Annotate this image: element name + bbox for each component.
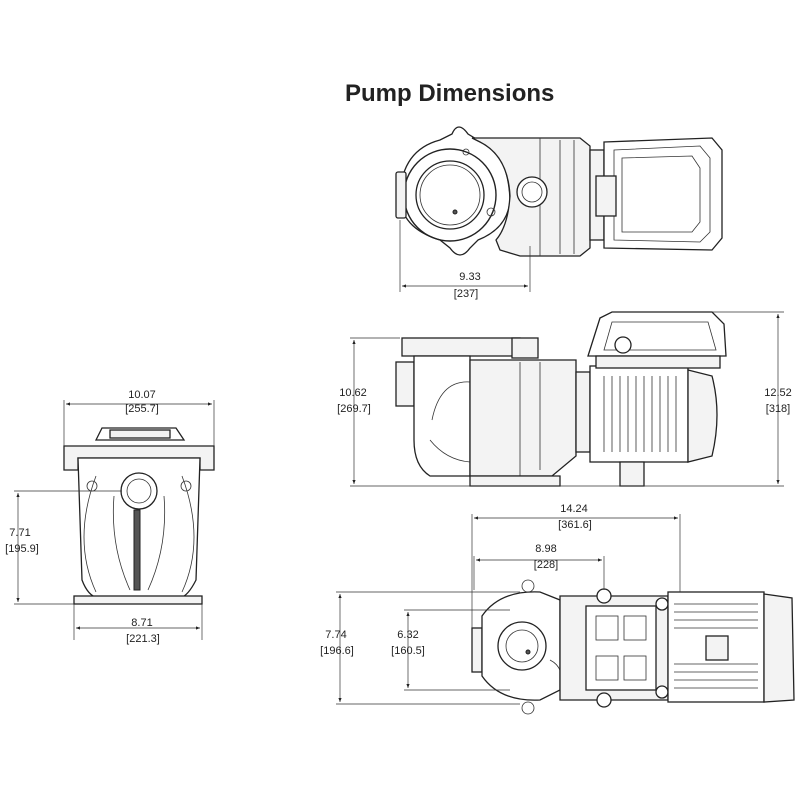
- top-width-in: 9.33: [459, 271, 480, 283]
- page-title: Pump Dimensions: [345, 80, 555, 107]
- side-height-total-in: 12.52: [764, 387, 792, 399]
- motor-fins-bottom: [674, 603, 758, 689]
- bottom-length-total-mm: [361.6]: [558, 519, 592, 531]
- front-width-top-in: 10.07: [128, 389, 156, 401]
- front-width-top-mm: [255.7]: [125, 403, 159, 415]
- bottom-width-mount-in: 6.32: [397, 629, 418, 641]
- side-height-inlet-in: 10.62: [339, 387, 367, 399]
- bottom-view: 14.24 [361.6] 8.98 [228] 7.74 [196.6] 6.…: [320, 503, 795, 715]
- bottom-length-total-in: 14.24: [560, 503, 588, 515]
- bottom-width-total-mm: [196.6]: [320, 645, 354, 657]
- side-view: 10.62 [269.7] 12.52 [318]: [337, 311, 792, 487]
- front-width-base-mm: [221.3]: [126, 633, 160, 645]
- front-height-inlet-in: 7.71: [9, 527, 30, 539]
- bottom-width-mount-mm: [160.5]: [391, 645, 425, 657]
- bottom-length-mount-in: 8.98: [535, 543, 556, 555]
- front-height-inlet-mm: [195.9]: [5, 543, 39, 555]
- side-height-total-mm: [318]: [766, 403, 790, 415]
- top-view: 9.33 [237]: [395, 126, 723, 300]
- front-view: 10.07 [255.7] 7.71 [195.9] 8.71 [221.3]: [5, 389, 215, 645]
- motor-fins: [603, 376, 677, 452]
- bottom-width-total-in: 7.74: [325, 629, 346, 641]
- side-height-inlet-mm: [269.7]: [337, 403, 371, 415]
- top-width-mm: [237]: [454, 288, 478, 300]
- bottom-length-mount-mm: [228]: [534, 559, 558, 571]
- front-width-base-in: 8.71: [131, 617, 152, 629]
